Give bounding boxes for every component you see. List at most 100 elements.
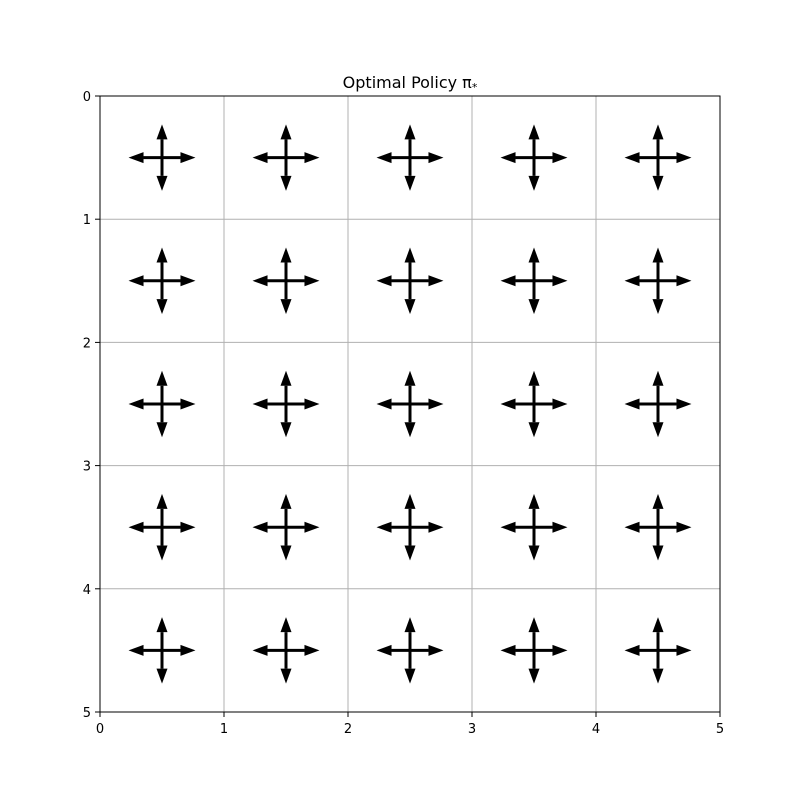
arrow-down-head	[404, 299, 416, 315]
arrow-left-head	[128, 275, 144, 287]
y-tick-label: 2	[83, 336, 91, 351]
arrow-left-head	[500, 398, 516, 410]
policy-cell	[252, 124, 320, 191]
policy-cell	[500, 370, 568, 438]
arrow-left-head	[500, 521, 516, 533]
chart-title-text: Optimal Policy π	[343, 73, 473, 92]
arrow-right-head	[180, 521, 196, 533]
arrow-down-head	[528, 299, 540, 315]
y-tick-label: 3	[83, 460, 91, 475]
arrow-left-head	[252, 644, 268, 656]
arrow-right-head	[180, 644, 196, 656]
policy-cell	[252, 617, 320, 684]
arrow-down-head	[652, 668, 664, 684]
x-tick-label: 3	[468, 722, 476, 737]
x-tick-label: 0	[96, 722, 104, 737]
arrow-right-head	[428, 152, 444, 164]
x-tick-label: 5	[716, 722, 724, 737]
arrow-up-head	[280, 617, 292, 633]
arrow-right-head	[304, 152, 320, 164]
arrow-right-head	[428, 275, 444, 287]
arrow-up-head	[156, 124, 168, 140]
y-tick-label: 5	[83, 706, 91, 721]
arrow-right-head	[552, 275, 568, 287]
arrow-left-head	[376, 398, 392, 410]
arrow-right-head	[428, 644, 444, 656]
policy-arrows	[128, 124, 692, 684]
arrow-right-head	[676, 521, 692, 533]
arrow-up-head	[528, 370, 540, 386]
arrow-up-head	[404, 124, 416, 140]
plot-area-frame	[99, 95, 721, 713]
y-tick-label: 4	[83, 583, 91, 598]
arrow-left-head	[376, 521, 392, 533]
policy-cell	[624, 247, 692, 315]
arrow-up-head	[528, 493, 540, 509]
arrow-up-head	[404, 617, 416, 633]
arrow-right-head	[676, 644, 692, 656]
arrow-right-head	[180, 275, 196, 287]
chart-title: Optimal Policy π*	[343, 73, 478, 94]
arrow-up-head	[652, 124, 664, 140]
policy-cell	[376, 370, 444, 438]
policy-cell	[624, 124, 692, 191]
arrow-left-head	[252, 152, 268, 164]
arrow-down-head	[156, 175, 168, 191]
policy-cell	[376, 124, 444, 191]
arrow-up-head	[404, 247, 416, 263]
arrow-right-head	[676, 275, 692, 287]
arrow-down-head	[280, 422, 292, 438]
arrow-up-head	[156, 247, 168, 263]
policy-cell	[624, 617, 692, 684]
arrow-right-head	[304, 644, 320, 656]
arrow-down-head	[404, 422, 416, 438]
arrow-left-head	[128, 644, 144, 656]
arrow-down-head	[404, 175, 416, 191]
arrow-up-head	[652, 247, 664, 263]
arrow-left-head	[500, 644, 516, 656]
arrow-right-head	[552, 644, 568, 656]
x-tick-label: 1	[220, 722, 228, 737]
arrow-down-head	[280, 668, 292, 684]
arrow-down-head	[652, 299, 664, 315]
policy-cell	[500, 247, 568, 315]
arrow-left-head	[500, 152, 516, 164]
arrow-down-head	[528, 545, 540, 561]
arrow-left-head	[376, 152, 392, 164]
arrow-right-head	[676, 398, 692, 410]
arrow-down-head	[528, 175, 540, 191]
arrow-left-head	[128, 398, 144, 410]
arrow-left-head	[128, 521, 144, 533]
arrow-right-head	[552, 521, 568, 533]
arrow-left-head	[624, 275, 640, 287]
chart-title-subscript: *	[472, 81, 478, 94]
arrow-right-head	[428, 398, 444, 410]
policy-cell	[376, 247, 444, 315]
arrow-left-head	[252, 521, 268, 533]
arrow-left-head	[624, 398, 640, 410]
arrow-right-head	[676, 152, 692, 164]
policy-cell	[376, 493, 444, 561]
arrow-right-head	[180, 398, 196, 410]
arrow-right-head	[428, 521, 444, 533]
arrow-down-head	[280, 545, 292, 561]
arrow-right-head	[304, 275, 320, 287]
arrow-down-head	[156, 668, 168, 684]
x-tick-label: 4	[592, 722, 600, 737]
y-tick-label: 0	[83, 90, 91, 105]
arrow-left-head	[500, 275, 516, 287]
arrow-left-head	[376, 644, 392, 656]
arrow-up-head	[528, 124, 540, 140]
arrow-down-head	[280, 175, 292, 191]
arrow-down-head	[156, 299, 168, 315]
arrow-left-head	[252, 275, 268, 287]
arrow-up-head	[280, 370, 292, 386]
policy-cell	[128, 370, 196, 438]
arrow-down-head	[528, 422, 540, 438]
arrow-right-head	[180, 152, 196, 164]
arrow-up-head	[528, 617, 540, 633]
arrow-up-head	[156, 370, 168, 386]
arrow-right-head	[552, 398, 568, 410]
